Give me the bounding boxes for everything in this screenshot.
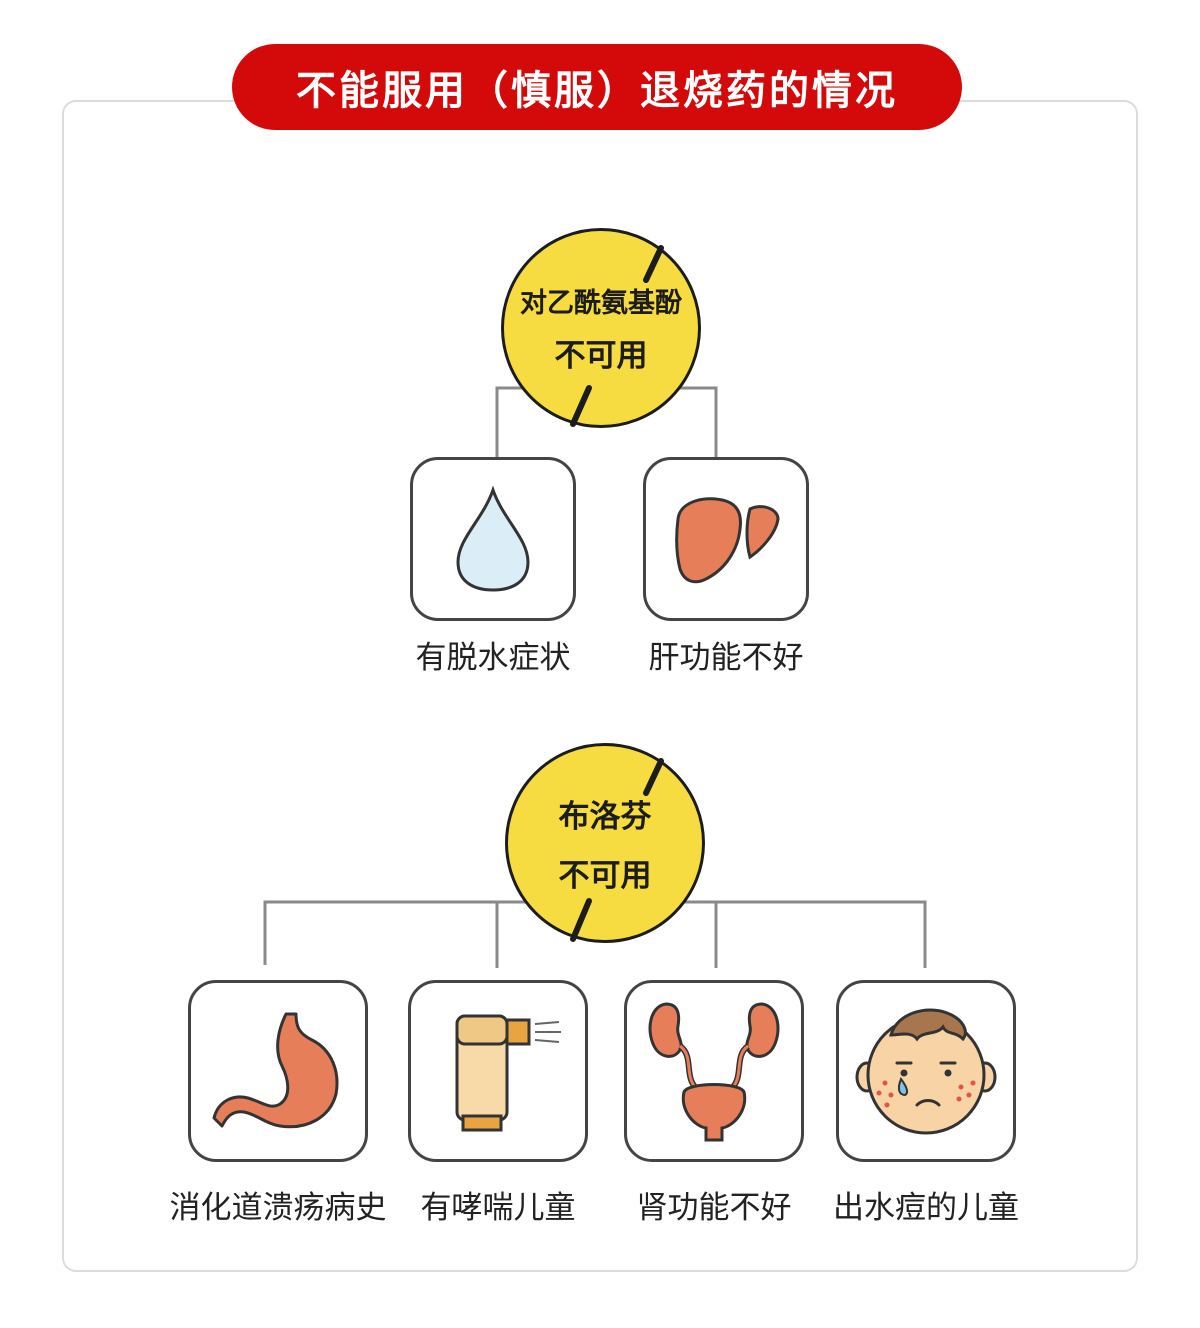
condition-card-liver [643,457,809,621]
kidney-icon [648,1002,780,1142]
drug-status: 不可用 [554,338,648,374]
drug-name: 对乙酰氨基酚 [520,288,682,319]
condition-label: 有哮喘儿童 [420,1190,576,1226]
inhaler-icon [455,1014,561,1132]
condition-label: 肾功能不好 [636,1190,792,1226]
drug-badge-ibuprofen: 布洛芬 不可用 [505,743,705,943]
stomach-icon [212,1012,339,1129]
condition-card-chickenpox [836,980,1016,1162]
page-title: 不能服用（慎服）退烧药的情况 [296,68,898,114]
condition-card-asthma [408,980,588,1162]
condition-label: 有脱水症状 [415,640,571,676]
condition-label: 消化道溃疡病史 [169,1190,387,1226]
condition-label: 出水痘的儿童 [833,1190,1019,1226]
water-drop-icon [456,485,530,592]
condition-label: 肝功能不好 [648,640,804,676]
condition-card-kidney [624,980,804,1162]
prohibition-slash-icon [570,758,664,942]
condition-card-dehydration [410,457,576,621]
prohibition-slash-icon [570,245,664,427]
title-banner: 不能服用（慎服）退烧药的情况 [232,44,962,130]
drug-badge-acetaminophen: 对乙酰氨基酚 不可用 [501,228,701,428]
liver-icon [675,497,780,584]
condition-card-ulcer [188,980,368,1162]
chickenpox-child-icon [855,1008,997,1135]
drug-status: 不可用 [558,858,652,894]
drug-name: 布洛芬 [558,799,652,835]
